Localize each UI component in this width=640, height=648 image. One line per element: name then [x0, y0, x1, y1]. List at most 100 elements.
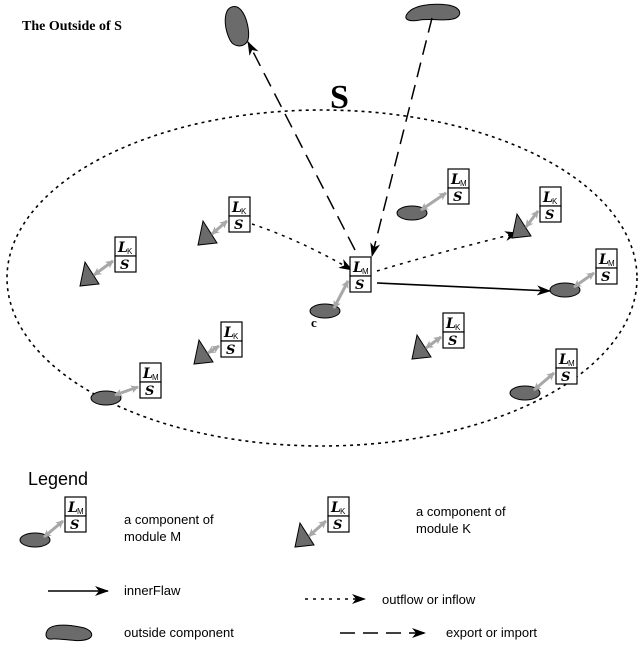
module-subscript: M [152, 373, 159, 382]
interface-letter: L [542, 190, 553, 206]
module-subscript: K [241, 207, 247, 216]
state-box [220, 340, 243, 358]
module-subscript: M [362, 267, 369, 276]
component-link-arrow [207, 344, 220, 355]
state-letter: S [333, 518, 342, 533]
state-box [555, 367, 578, 385]
component-link-arrow [425, 335, 442, 350]
module-subscript: M [608, 259, 615, 268]
export-arrow [247, 41, 356, 251]
component-link-arrow [332, 280, 350, 309]
legend-outside-component [45, 624, 93, 642]
state-letter: S [453, 190, 462, 205]
state-box [114, 255, 137, 273]
legend-component-k-line2: module K [416, 521, 471, 536]
state-box [327, 515, 350, 533]
interface-letter: L [223, 325, 234, 341]
component-link-arrow [93, 259, 114, 277]
state-letter: S [448, 334, 457, 349]
state-box [539, 205, 562, 223]
outflow-arrow [376, 231, 519, 272]
component-c-label: c [311, 315, 317, 330]
component-link-arrow [573, 271, 595, 289]
legend-outside-component-text: outside component [124, 625, 234, 640]
module-subscript: M [568, 359, 575, 368]
component-link-arrow [533, 371, 555, 392]
component-link-arrow [43, 519, 64, 539]
state-box [447, 187, 470, 205]
state-box [349, 275, 372, 293]
component-triangle-shape [411, 333, 432, 360]
state-letter: S [234, 218, 243, 233]
interface-letter: L [558, 352, 569, 368]
outside-label: The Outside of S [22, 19, 122, 34]
legend-inner-flow-text: innerFlaw [124, 583, 181, 598]
interface-letter: L [142, 366, 153, 382]
component-triangle-shape [193, 338, 214, 365]
inner-flow-arrow [376, 282, 551, 296]
interface-letter: L [598, 252, 609, 268]
component-link-arrow [308, 519, 327, 538]
outside-component-right [405, 3, 461, 22]
legend-component-k-line1: a component of [416, 504, 506, 519]
component-ellipse-shape [549, 282, 581, 298]
module-subscript: M [460, 179, 467, 188]
interface-letter: L [450, 172, 461, 188]
state-box [139, 381, 162, 399]
component-ellipse-shape [90, 390, 122, 406]
legend-export-text: export or import [446, 625, 537, 640]
state-letter: S [601, 270, 610, 285]
state-letter: S [70, 518, 79, 533]
module-subscript: K [552, 197, 558, 206]
component-ellipse-shape [396, 205, 428, 221]
interface-letter: L [67, 500, 78, 516]
legend-component-m-line1: a component of [124, 512, 214, 527]
component-triangle-shape [197, 219, 218, 246]
state-letter: S [226, 343, 235, 358]
component-triangle-shape [511, 212, 532, 239]
interface-letter: L [330, 500, 341, 516]
import-arrow [370, 17, 433, 257]
component-link-arrow [211, 219, 228, 236]
component-ellipse-shape [19, 532, 51, 548]
legend-component-m-line2: module M [124, 529, 181, 544]
state-box [595, 267, 618, 285]
state-letter: S [145, 384, 154, 399]
interface-letter: L [352, 260, 363, 276]
interface-letter: L [445, 316, 456, 332]
state-box [64, 515, 87, 533]
module-subscript: K [455, 323, 461, 332]
component-link-arrow [524, 210, 540, 228]
system-boundary [6, 109, 638, 447]
state-box [442, 331, 465, 349]
component-link-arrow [420, 191, 447, 212]
inflow-arrow [251, 223, 353, 271]
interface-letter: L [231, 200, 242, 216]
legend-outflow-text: outflow or inflow [382, 592, 476, 607]
component-ellipse-shape [509, 385, 541, 401]
state-box [228, 215, 251, 233]
system-label: S [330, 79, 349, 116]
legend-title: Legend [28, 469, 88, 489]
state-letter: S [561, 370, 570, 385]
component-triangle-shape [294, 521, 315, 548]
outside-component-left [224, 6, 250, 47]
component-ellipse-shape [309, 303, 341, 319]
module-subscript: K [340, 507, 346, 516]
module-subscript: K [127, 247, 133, 256]
module-subscript: K [233, 332, 239, 341]
interface-letter: L [117, 240, 128, 256]
